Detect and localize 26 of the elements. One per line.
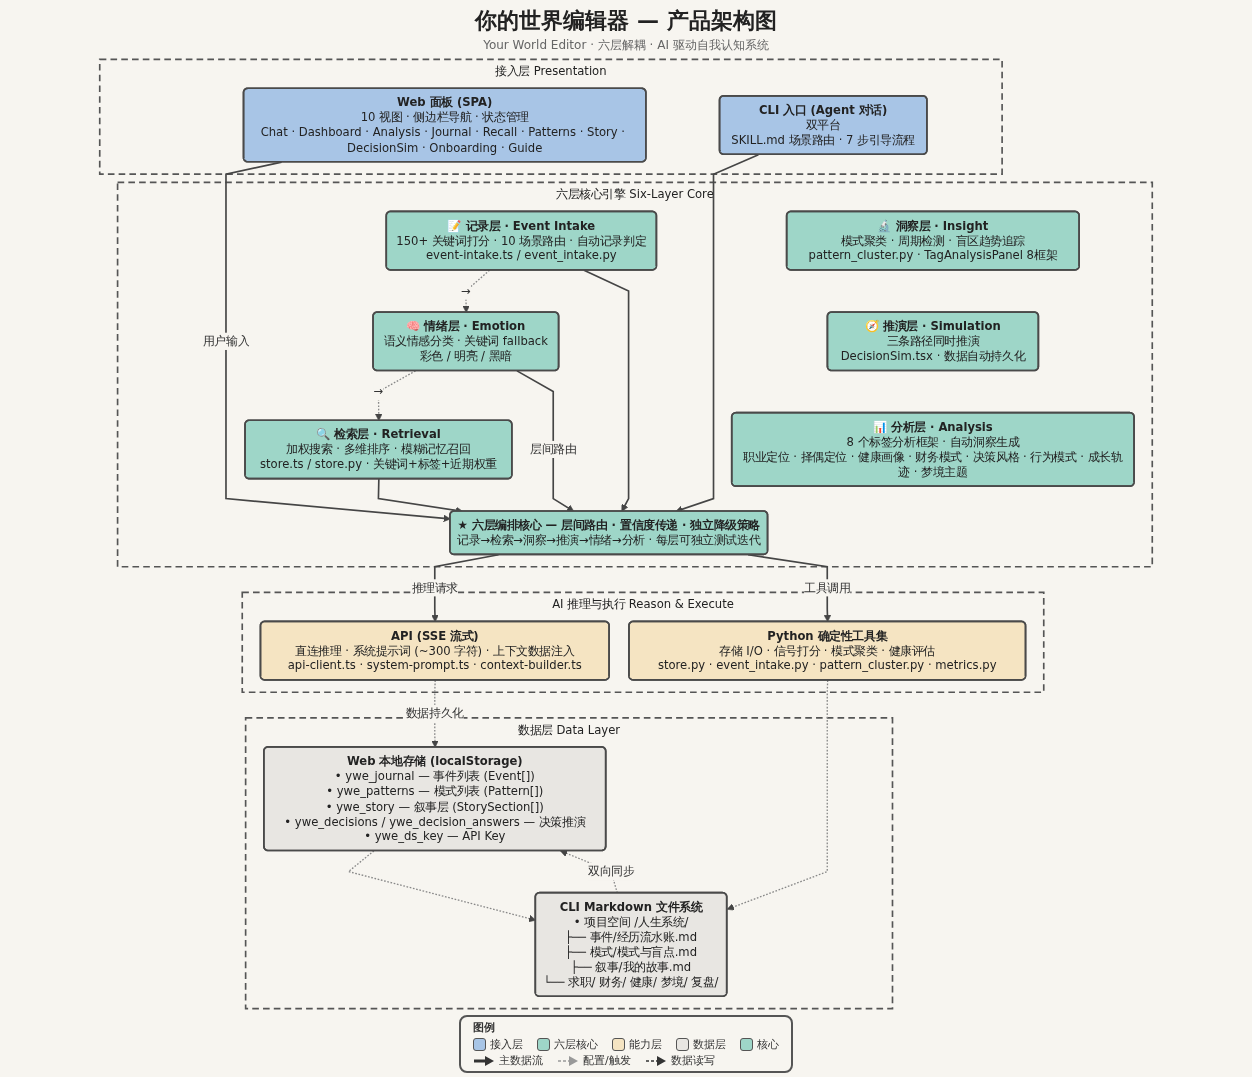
legend-label: 主数据流: [499, 1053, 543, 1068]
legend-label: 能力层: [629, 1037, 662, 1052]
edge-label: 推理请求: [411, 580, 458, 595]
edge-label: 工具调用: [804, 580, 851, 595]
arrow: [462, 269, 491, 313]
edge-label: 用户输入: [202, 334, 250, 348]
edge-label: 双向同步: [587, 864, 635, 878]
legend-label: 数据层: [693, 1037, 726, 1052]
edge-label: →: [460, 283, 471, 298]
legend-label: 配置/触发: [583, 1053, 631, 1068]
arrow: [675, 153, 760, 513]
diagram-title: 你的世界编辑器 — 产品架构图: [475, 7, 777, 35]
legend-label: 核心: [757, 1037, 779, 1052]
legend-label: 接入层: [490, 1037, 523, 1052]
arrow: [516, 370, 575, 512]
arrow: [583, 269, 630, 512]
arrow: [375, 370, 417, 421]
legend-label: 六层核心: [554, 1037, 598, 1052]
legend-label: 数据读写: [670, 1053, 715, 1068]
edge-label: 数据持久化: [405, 706, 464, 720]
arrow: [431, 679, 439, 748]
legend-title: 图例: [473, 1020, 496, 1035]
edge-label: →: [373, 384, 384, 398]
edge-label: 层间路由: [530, 442, 577, 456]
subtitle: Your World Editor · 六层解耦 · AI 驱动自我认知系统: [483, 37, 769, 54]
arrow: [726, 679, 829, 911]
